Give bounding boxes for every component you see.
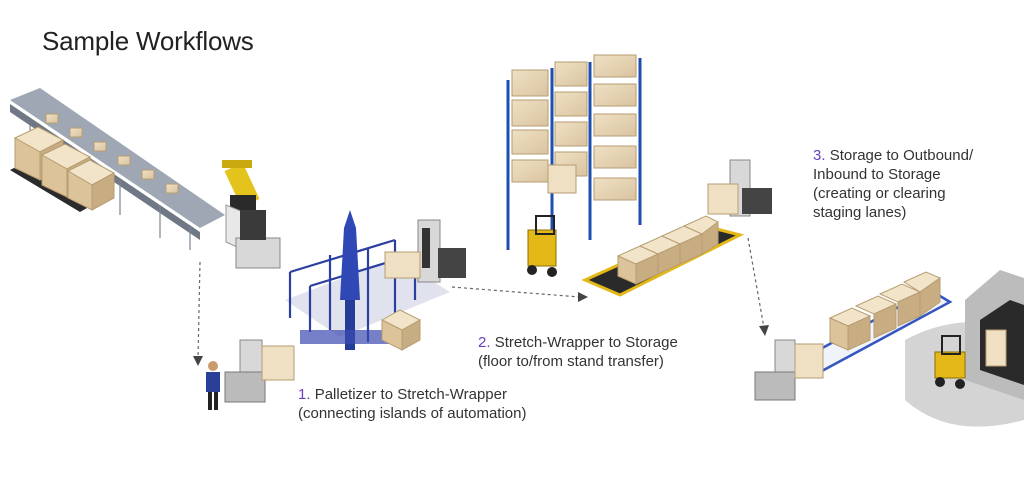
staging-lane-3 (797, 271, 953, 374)
workflow-subtitle-continued: staging lanes) (813, 204, 907, 221)
workflow-caption-3: 3. Storage to Outbound/ Inbound to Stora… (813, 146, 973, 222)
page-title: Sample Workflows (42, 26, 254, 56)
workflow-caption-1: 1. Palletizer to Stretch-Wrapper (connec… (298, 385, 526, 423)
storage-racking (506, 54, 642, 260)
workflow-subtitle: (connecting islands of automation) (298, 405, 527, 422)
autonomous-forklift (384, 219, 466, 283)
staging-lane-2 (581, 215, 745, 297)
pallet-stacks (13, 126, 116, 211)
manned-forklift (527, 164, 577, 277)
workflow-number: 3. (813, 147, 826, 164)
manned-forklift (934, 335, 966, 389)
arrowheads (193, 292, 769, 366)
flow-arrow (197, 237, 765, 359)
workflow-subtitle: (floor to/from stand transfer) (478, 353, 664, 370)
workflow-subtitle: (creating or clearing (813, 185, 946, 202)
workflow-title: Storage to Outbound/ (829, 147, 974, 164)
palletizer-robot (222, 160, 281, 269)
operator-person (206, 361, 220, 410)
autonomous-forklift (707, 159, 772, 217)
workflow-title-continued: Inbound to Storage (813, 166, 941, 183)
workflow-number: 2. (478, 334, 491, 351)
workflow-title: Palletizer to Stretch-Wrapper (314, 386, 507, 403)
workflow-number: 1. (298, 386, 311, 403)
autonomous-forklift (224, 339, 295, 403)
autonomous-forklift (754, 339, 824, 401)
workflow-title: Stretch-Wrapper to Storage (494, 334, 678, 351)
workflow-caption-2: 2. Stretch-Wrapper to Storage (floor to/… (478, 333, 678, 371)
